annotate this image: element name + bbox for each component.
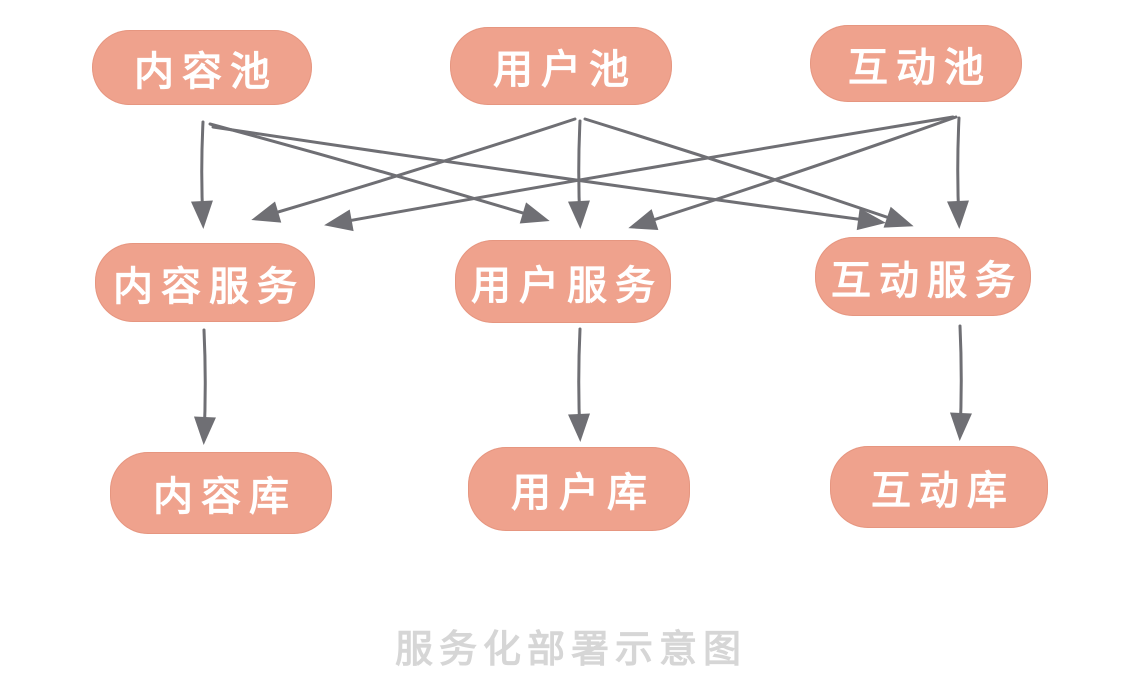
edge-pool_user-to-service_content — [251, 117, 577, 223]
edge-pool_interaction-to-service_user — [628, 115, 958, 231]
node-interaction-service-label: 互动服务 — [831, 257, 1023, 304]
node-content-service: 内容服务 — [95, 243, 315, 322]
edge-pool_content-to-service_interaction — [211, 125, 886, 231]
node-user-db-label: 用户库 — [511, 470, 655, 516]
node-interaction-service: 互动服务 — [815, 237, 1031, 316]
edge-pool_content-to-service_content — [190, 120, 213, 229]
edge-pool_interaction-to-service_content — [324, 115, 955, 232]
node-user-pool: 用户池 — [450, 27, 672, 105]
node-content-service-label: 内容服务 — [113, 263, 305, 310]
node-content-db-label: 内容库 — [153, 474, 297, 520]
edge-service_user-to-db_user — [568, 327, 590, 442]
node-user-service-label: 用户服务 — [471, 262, 663, 309]
node-user-db: 用户库 — [468, 447, 690, 531]
edge-pool_user-to-service_user — [567, 119, 590, 229]
edge-pool_content-to-service_user — [208, 122, 550, 224]
node-user-pool-label: 用户池 — [493, 47, 637, 93]
node-user-service: 用户服务 — [455, 240, 671, 323]
edge-pool_interaction-to-service_interaction — [947, 116, 969, 229]
node-content-pool-label: 内容池 — [134, 48, 278, 95]
node-interaction-pool-label: 互动池 — [848, 44, 992, 91]
node-interaction-db-label: 互动库 — [871, 468, 1015, 514]
node-interaction-db: 互动库 — [830, 446, 1048, 528]
edge-pool_user-to-service_interaction — [583, 117, 914, 228]
edge-service_content-to-db_content — [193, 328, 216, 445]
edge-service_interaction-to-db_interaction — [949, 324, 972, 441]
node-interaction-pool: 互动池 — [810, 25, 1022, 102]
node-content-pool: 内容池 — [92, 30, 312, 105]
diagram-caption: 服务化部署示意图 — [394, 627, 747, 671]
node-content-db: 内容库 — [110, 452, 332, 534]
